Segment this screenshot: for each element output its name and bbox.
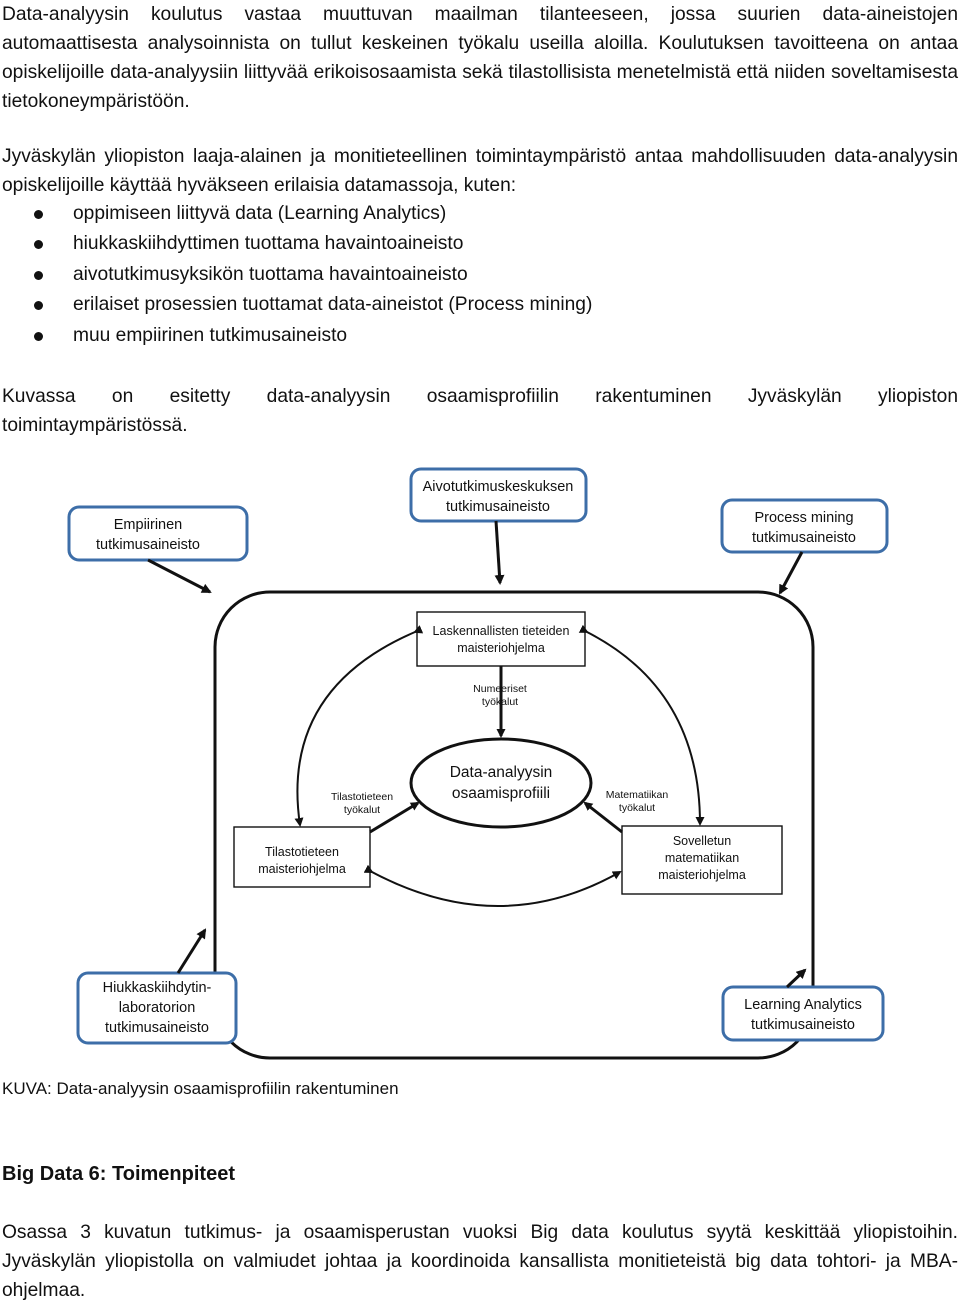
svg-text:Tilastotieteen: Tilastotieteen — [265, 845, 339, 859]
svg-text:Data-analyysin: Data-analyysin — [450, 764, 553, 781]
svg-text:Aivotutkimuskeskuksen: Aivotutkimuskeskuksen — [423, 479, 574, 495]
section-heading: Big Data 6: Toimenpiteet — [2, 1163, 235, 1185]
svg-text:osaamisprofiili: osaamisprofiili — [452, 785, 550, 802]
svg-text:Matematiikan: Matematiikan — [606, 789, 669, 801]
svg-text:maisteriohjelma: maisteriohjelma — [658, 868, 746, 882]
svg-text:Learning Analytics: Learning Analytics — [744, 997, 862, 1013]
svg-text:Numeeriset: Numeeriset — [473, 683, 527, 695]
arrow-matematiikka-center — [583, 801, 623, 834]
svg-text:tutkimusaineisto: tutkimusaineisto — [751, 1017, 855, 1033]
source-box-process-mining: Process mining tutkimusaineisto — [720, 498, 889, 554]
source-box-empiirinen: Empiirinen tutkimusaineisto — [67, 505, 249, 562]
source-box-aivotutkimus: Aivotutkimuskeskuksen tutkimusaineisto — [409, 467, 588, 523]
data-source-list: oppimiseen liittyvä data (Learning Analy… — [2, 199, 902, 351]
svg-text:Tilastotieteen: Tilastotieteen — [331, 791, 393, 803]
svg-text:työkalut: työkalut — [344, 804, 380, 816]
list-item: erilaiset prosessien tuottamat data-aine… — [2, 290, 902, 320]
bullet-icon — [34, 270, 43, 280]
svg-text:maisteriohjelma: maisteriohjelma — [258, 862, 346, 876]
svg-text:Process mining: Process mining — [754, 510, 853, 526]
svg-text:laboratorion: laboratorion — [119, 1000, 196, 1016]
intro-paragraph-3-line-1: Kuvassa on esitetty data-analyysin osaam… — [2, 386, 958, 407]
arrow-learning-analytics — [785, 968, 807, 989]
section-paragraph: Osassa 3 kuvatun tutkimus- ja osaamisper… — [2, 1222, 958, 1301]
intro-paragraph-2: Jyväskylän yliopiston laaja-alainen ja m… — [2, 146, 958, 196]
svg-text:tutkimusaineisto: tutkimusaineisto — [752, 530, 856, 546]
curve-laskennallinen-tilasto — [294, 625, 424, 827]
arrow-tilasto-center — [369, 801, 420, 834]
program-box-laskennallinen: Laskennallisten tieteiden maisteriohjelm… — [416, 611, 586, 667]
tool-label-numeeriset: Numeeriset työkalut — [473, 683, 527, 708]
center-competence-profile: Data-analyysin osaamisprofiili — [409, 737, 593, 829]
arrow-hiukkaskiihdytin — [176, 928, 207, 974]
tool-label-matematiikka: Matematiikan työkalut — [606, 789, 669, 814]
svg-text:Sovelletun: Sovelletun — [673, 834, 731, 848]
source-box-hiukkaskiihdytin: Hiukkaskiihdytin- laboratorion tutkimusa… — [76, 971, 238, 1045]
svg-text:Laskennallisten tieteiden: Laskennallisten tieteiden — [433, 624, 570, 638]
bullet-icon — [34, 301, 43, 311]
svg-text:tutkimusaineisto: tutkimusaineisto — [105, 1020, 209, 1036]
svg-text:maisteriohjelma: maisteriohjelma — [457, 641, 545, 655]
curve-laskennallinen-matematiikka — [578, 624, 705, 826]
svg-text:tutkimusaineisto: tutkimusaineisto — [446, 499, 550, 515]
bullet-icon — [34, 240, 43, 250]
svg-text:matematiikan: matematiikan — [665, 851, 739, 865]
source-box-learning-analytics: Learning Analytics tutkimusaineisto — [721, 985, 885, 1042]
intro-paragraph-3-line-2: toimintaympäristössä. — [2, 415, 188, 436]
competence-profile-diagram: Empiirinen tutkimusaineisto Aivotutkimus… — [67, 467, 889, 1060]
list-item: muu empiirinen tutkimusaineisto — [2, 321, 902, 351]
arrow-process-mining — [778, 551, 804, 595]
svg-text:Empiirinen: Empiirinen — [114, 517, 183, 533]
list-item: hiukkaskiihdyttimen tuottama havaintoain… — [2, 229, 902, 259]
figure-caption: KUVA: Data-analyysin osaamisprofiilin ra… — [2, 1079, 399, 1098]
bullet-icon — [34, 331, 43, 341]
intro-paragraph-1: Data-analyysin koulutus vastaa muuttuvan… — [2, 4, 958, 112]
bullet-icon — [34, 210, 43, 219]
list-item: oppimiseen liittyvä data (Learning Analy… — [2, 199, 902, 229]
svg-text:työkalut: työkalut — [619, 802, 655, 814]
svg-text:tutkimusaineisto: tutkimusaineisto — [96, 537, 200, 553]
curve-tilasto-matematiikka — [363, 864, 622, 907]
tool-label-tilasto: Tilastotieteen työkalut — [331, 791, 393, 816]
list-item: aivotutkimusyksikön tuottama havaintoain… — [2, 260, 902, 290]
program-frame — [213, 590, 815, 1060]
program-box-matematiikka: Sovelletun matematiikan maisteriohjelma — [621, 825, 783, 895]
svg-text:työkalut: työkalut — [482, 696, 518, 708]
arrow-empiirinen — [147, 558, 212, 594]
arrow-aivotutkimus — [494, 520, 505, 585]
program-box-tilasto: Tilastotieteen maisteriohjelma — [233, 826, 371, 888]
svg-text:Hiukkaskiihdytin-: Hiukkaskiihdytin- — [103, 980, 212, 996]
